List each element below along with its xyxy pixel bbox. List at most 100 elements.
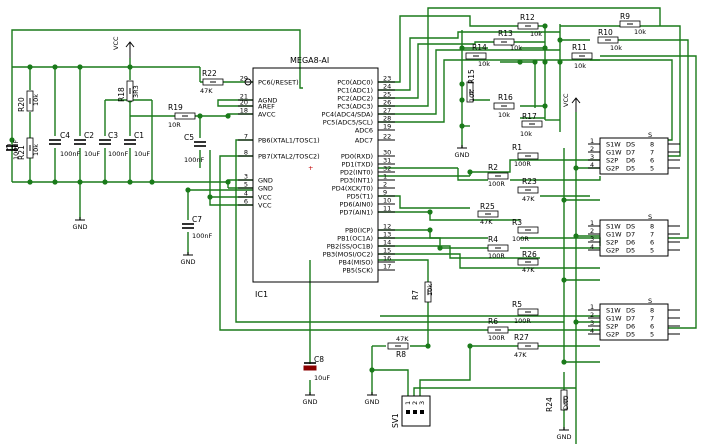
ic1-right-pin-name: PD4(XCK/T0) [332, 185, 373, 193]
servo-pin-number-left: 3 [590, 153, 594, 161]
servo-pin-name-right: D5 [626, 331, 635, 339]
resistor-value: 47K [396, 335, 409, 343]
sv1-pin-1 [406, 410, 410, 414]
ic1-ref: IC1 [255, 290, 268, 299]
resistor-value: 10k [634, 28, 646, 36]
servo-pin-number-left: 1 [590, 137, 594, 145]
capacitor-value: 100nF [108, 150, 129, 158]
resistor-ref: R4 [488, 235, 498, 244]
servo-pin-name-right: DS [626, 307, 635, 315]
resistor-value: 10R [168, 121, 181, 129]
resistor-ref: R22 [202, 69, 217, 78]
ic1-right-pin-name: PC1(ADC1) [337, 87, 373, 95]
gnd-symbol: GND [73, 217, 88, 231]
resistor-ref: R2 [488, 163, 498, 172]
resistor-ref: R7 [411, 290, 420, 300]
servo-pin-number-left: 2 [590, 311, 594, 319]
servo-pin-number-left: 1 [590, 303, 594, 311]
ic1-body [252, 67, 379, 283]
resistor-ref: R15 [467, 69, 476, 84]
ic1-right-pin-name: PB1(OC1A) [337, 235, 373, 243]
ic1-right-pin-name: PB4(MISO) [339, 259, 373, 267]
servo-connector-top-label: S [648, 297, 652, 305]
gnd-label: GND [455, 151, 470, 159]
servo-pin-name-right: D7 [626, 149, 635, 157]
gnd-label: GND [303, 398, 318, 406]
servo-pin-number-right: 6 [650, 323, 654, 331]
resistor-ref: R3 [512, 218, 522, 227]
ic1-right-pin-number: 32 [383, 165, 391, 173]
servo-pin-name-left: G2P [606, 247, 619, 255]
servo-pin-name-left: S2P [606, 157, 618, 165]
ic1-right-pin-number: 22 [383, 133, 391, 141]
ic1-right-pin-name: PD0(RXD) [341, 153, 373, 161]
resistor-value: 10k [426, 284, 434, 296]
resistor-value: 10k [530, 30, 542, 38]
gnd-symbol: GND [455, 145, 470, 159]
servo-pin-name-left: G1W [606, 315, 622, 323]
servo-pin-number-right: 6 [650, 157, 654, 165]
resistor-ref: R27 [514, 333, 529, 342]
capacitor-value: 100nF [192, 232, 213, 240]
ic1-left-pin-number: 3 [244, 173, 248, 181]
ic1-left-pin-number: 5 [244, 181, 248, 189]
ic1-right-pin-number: 12 [383, 223, 391, 231]
ic1-origin-mark: + [308, 164, 313, 172]
capacitor-ref: C6 [6, 143, 16, 152]
ic1-right-pin-name: PC3(ADC3) [337, 103, 373, 111]
capacitors: C6100nFC4100nFC210uFC3100nFC110uFC5100nF… [6, 131, 330, 382]
ic1-right-pin-name: PB3(MOSI/OC2) [323, 251, 373, 259]
ic1-left-pin-number: 20 [240, 99, 248, 107]
capacitor-ref: C8 [314, 355, 324, 364]
resistor-value: 3R3 [132, 85, 140, 98]
gnd-symbol: GND [557, 427, 571, 441]
ic1-left-pin-name: PB7(XTAL2/TOSC2) [258, 153, 320, 161]
ic1-right-pin-number: 19 [383, 123, 391, 131]
resistor-ref: R20 [17, 97, 26, 112]
ic1-right-pin-number: 9 [383, 189, 387, 197]
servo-pin-name-left: S2P [606, 239, 618, 247]
sv1-pin-2-label: 2 [411, 401, 419, 405]
ic1-left-pin-number: 21 [240, 93, 248, 101]
resistor-value: 100R [488, 334, 505, 342]
resistor-ref: R11 [572, 43, 587, 52]
capacitor-value: 10uF [134, 150, 150, 158]
ic1-left-pin-name: AREF [258, 103, 275, 111]
ic1-left-pin-name: VCC [258, 194, 272, 202]
ic1-left-pin-name: PB6(XTAL1/TOSC1) [258, 137, 320, 145]
gnd-label: GND [73, 223, 88, 231]
vcc-right-label: VCC [562, 93, 570, 107]
ic1-right-pin-name: PC4(ADC4/SDA) [322, 111, 373, 119]
ic1-right-pin-number: 24 [383, 83, 391, 91]
servo-pin-name-left: S1W [606, 223, 621, 231]
capacitor-plate [303, 365, 317, 371]
servo-pin-name-left: S1W [606, 307, 621, 315]
gnd-symbol: GND [303, 392, 318, 406]
ic1-right-pin-number: 2 [383, 181, 387, 189]
ic1-right-pin-name: PB0(ICP) [345, 227, 373, 235]
ic1-left-pin-number: 18 [240, 107, 248, 115]
sv1-pin-1-label: 1 [404, 401, 412, 405]
capacitor-value: 10uF [84, 150, 100, 158]
ic1-left-pin-number: 8 [244, 149, 248, 157]
resistor-value: 10k [32, 144, 40, 156]
servo-pin-name-left: G1W [606, 149, 622, 157]
resistor-value: 47K [200, 87, 213, 95]
servo-pin-name-left: S1W [606, 141, 621, 149]
servo-pin-number-right: 5 [650, 247, 654, 255]
resistor-ref: R21 [17, 145, 26, 160]
ic1-right-pin-name: PB2(SS/OC1B) [327, 243, 373, 251]
capacitor-value: 100nF [184, 156, 205, 164]
